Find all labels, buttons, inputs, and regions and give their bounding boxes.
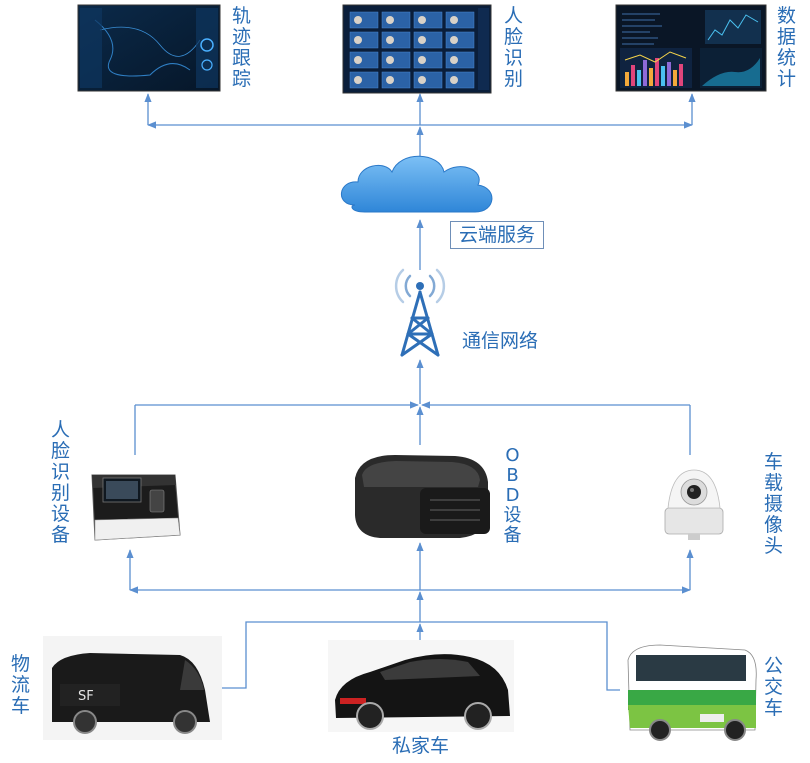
signal-tower-icon: [394, 268, 446, 357]
cloud-icon: [340, 155, 493, 213]
data-statistics-label: 数据统计: [776, 5, 796, 90]
dome-camera-icon: [664, 469, 724, 540]
face-recognition-terminal-icon: [91, 474, 181, 541]
obd-device-icon: [355, 455, 490, 538]
data-statistics-screen: [615, 4, 767, 92]
face-recognition-device-label: 人脸识别设备: [50, 419, 70, 546]
vehicle-camera-label: 车载摄像头: [763, 451, 783, 557]
trajectory-tracking-label: 轨迹跟踪: [231, 5, 251, 90]
private-car-label: 私家车: [392, 735, 450, 757]
face-recognition-screen: [342, 4, 492, 94]
logistics-van-icon: SF: [43, 636, 222, 740]
bus-label: 公交车: [763, 655, 783, 719]
face-recognition-label: 人脸识别: [503, 5, 523, 90]
logistics-vehicle-label: 物流车: [10, 653, 30, 717]
vehicle-connectors: [222, 621, 620, 691]
communication-network-label: 通信网络: [462, 330, 539, 352]
private-car-icon: [328, 640, 514, 732]
cloud-service-label: 云端服务: [450, 221, 544, 249]
top-connectors: [144, 93, 696, 404]
obd-device-label: OBD设备: [503, 445, 522, 546]
device-connectors: [126, 401, 694, 622]
bus-icon: [627, 644, 757, 741]
svg-text:SF: SF: [78, 689, 94, 704]
trajectory-screen: [77, 4, 221, 92]
